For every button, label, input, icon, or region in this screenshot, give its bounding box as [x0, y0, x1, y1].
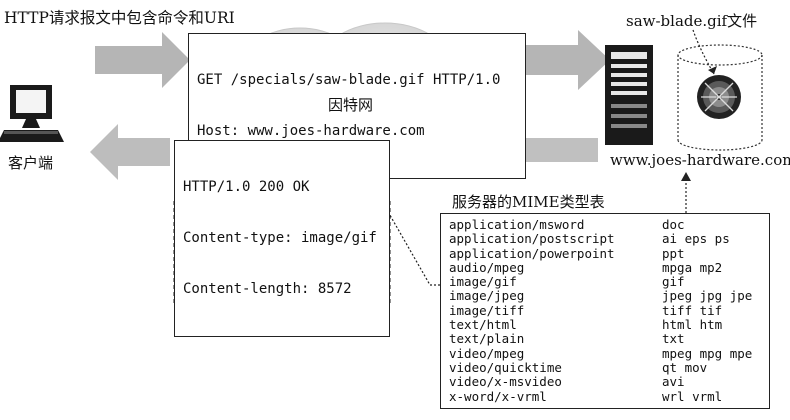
mime-extensions: txt [662, 331, 685, 347]
mime-type: x-word/x-vrml [449, 388, 547, 404]
server-tower-icon [605, 45, 653, 145]
mime-type: audio/mpeg [449, 259, 525, 275]
mime-extensions: gif [662, 274, 685, 290]
mime-type: video/mpeg [449, 345, 525, 361]
content-type-header: Content-type: image/gif [183, 230, 377, 246]
client-label: 客户端 [8, 154, 54, 172]
mime-table-row: image/jpeg jpeg jpg jpe [449, 288, 761, 304]
mime-extensions: wrl vrml [662, 388, 723, 404]
mime-type: video/x-msvideo [449, 374, 562, 390]
mime-table-row: application/msword doc [449, 217, 761, 232]
response-arrow-left [90, 124, 170, 180]
mime-extensions: qt mov [662, 359, 708, 375]
mime-extensions: tiff tif [662, 302, 723, 318]
host-header: Host: www.joes-hardware.com [197, 123, 425, 139]
mime-table-title: 服务器的MIME类型表 [452, 193, 605, 211]
mime-extensions: mpga mp2 [662, 259, 723, 275]
mime-table-row: x-word/x-vrml wrl vrml [449, 388, 761, 404]
request-arrow-right [525, 30, 610, 90]
status-line: HTTP/1.0 200 OK [183, 179, 310, 195]
mime-extensions: ppt [662, 245, 685, 261]
request-line: GET /specials/saw-blade.gif HTTP/1.0 [197, 72, 501, 88]
internet-label: 因特网 [328, 96, 374, 114]
mime-type: image/jpeg [449, 288, 525, 304]
mime-type: application/msword [449, 217, 585, 232]
file-label: saw-blade.gif文件 [626, 12, 758, 30]
saw-blade-icon-small [697, 75, 741, 119]
response-message-box: HTTP/1.0 200 OK Content-type: image/gif … [174, 140, 390, 337]
mime-extensions: html htm [662, 317, 723, 333]
content-length-header: Content-length: 8572 [183, 281, 352, 297]
mime-table-row: image/tiff tiff tif [449, 302, 761, 318]
mime-type: image/gif [449, 274, 517, 290]
mime-type: video/quicktime [449, 359, 562, 375]
mime-extensions: avi [662, 374, 685, 390]
mime-extensions: doc [662, 217, 685, 232]
mime-table-row: application/postscript ai eps ps [449, 231, 761, 247]
mime-type: text/plain [449, 331, 525, 347]
mime-table-row: video/quicktime qt mov [449, 359, 761, 375]
request-arrow-left [95, 32, 190, 88]
mime-table-row: text/html html htm [449, 317, 761, 333]
mime-table-row: video/mpeg mpeg mpg mpe [449, 345, 761, 361]
mime-extensions: jpeg jpg jpe [662, 288, 753, 304]
server-label: www.joes-hardware.com [610, 151, 790, 169]
mime-gif-to-content-type-leader [382, 202, 448, 286]
mime-type: image/tiff [449, 302, 525, 318]
mime-type: text/html [449, 317, 517, 333]
mime-extensions: ai eps ps [662, 231, 730, 247]
mime-table-row: application/powerpoint ppt [449, 245, 761, 261]
mime-table-row: text/plain txt [449, 331, 761, 347]
mime-table-row: image/gif gif [449, 274, 761, 290]
mime-table-row: audio/mpeg mpga mp2 [449, 259, 761, 275]
computer-icon [0, 85, 64, 142]
mime-extensions: mpeg mpg mpe [662, 345, 753, 361]
request-caption: HTTP请求报文中包含命令和URI [4, 9, 235, 27]
mime-table-row: video/x-msvideo avi [449, 374, 761, 390]
mime-type: application/powerpoint [449, 245, 615, 261]
disk-cylinder-icon [677, 44, 763, 151]
mime-type: application/postscript [449, 231, 615, 247]
